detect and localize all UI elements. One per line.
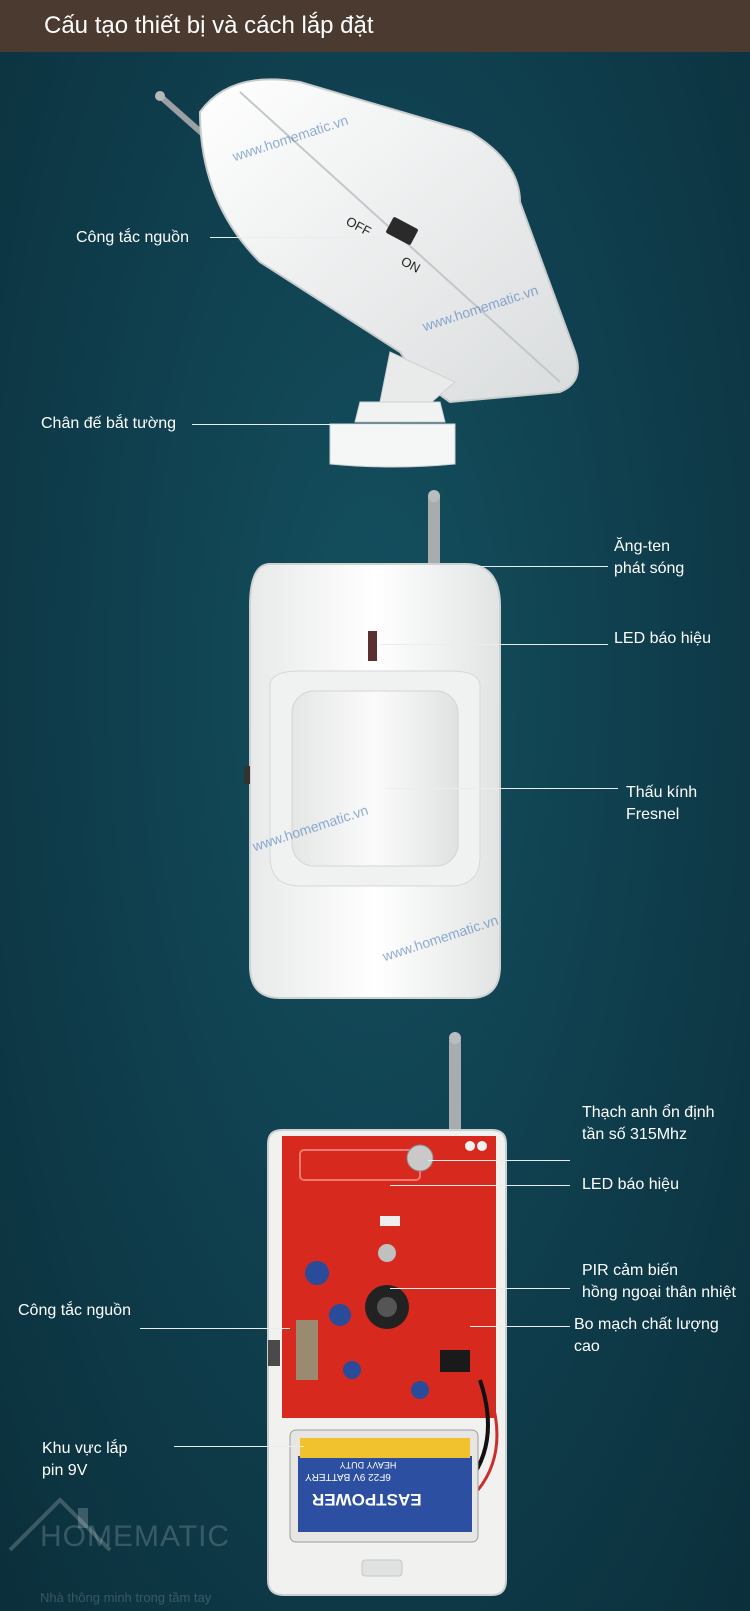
battery-model-text: 6F22 9V BATTERY	[305, 1471, 391, 1482]
label-power-switch: Công tắc nguồn	[76, 229, 189, 246]
section-side-view: OFF ON Công tắc nguồn Chân đế bắt tường	[0, 52, 750, 482]
title-bar: Cấu tạo thiết bị và cách lắp đặt	[0, 0, 750, 52]
label-board-2: cao	[574, 1338, 600, 1355]
sensor-front-image	[244, 490, 501, 999]
pointer-line	[470, 1326, 570, 1327]
pointer-line	[380, 644, 608, 645]
homematic-logo-house-icon	[8, 1497, 112, 1552]
pointer-line	[210, 237, 388, 238]
label-led-front: LED báo hiệu	[614, 630, 711, 647]
logo-name: HOMEMATIC	[40, 1520, 231, 1553]
pointer-line	[174, 1446, 304, 1447]
pointer-line	[390, 1185, 570, 1186]
section-circuit-view: EASTPOWER 6F22 9V BATTERY HEAVY DUTY Thạ…	[0, 1020, 750, 1611]
logo-tagline: Nhà thông minh trong tầm tay	[40, 1590, 212, 1605]
label-led-circuit: LED báo hiệu	[582, 1176, 679, 1193]
section-front-view: Ăng-ten phát sóng LED báo hiệu Thấu kính…	[0, 486, 750, 1016]
label-power-switch-circuit: Công tắc nguồn	[18, 1302, 131, 1319]
label-pir-2: hồng ngoại thân nhiệt	[582, 1284, 736, 1301]
label-battery-area-1: Khu vực lắp	[42, 1440, 128, 1457]
pointer-line	[140, 1328, 290, 1329]
label-antenna-2: phát sóng	[614, 560, 685, 577]
label-lens-2: Fresnel	[626, 806, 680, 823]
sensor-side-image: OFF ON	[155, 78, 579, 468]
label-battery-area-2: pin 9V	[42, 1462, 88, 1479]
label-board-1: Bo mạch chất lượng	[574, 1316, 719, 1333]
pointer-line	[385, 788, 618, 789]
page-title: Cấu tạo thiết bị và cách lắp đặt	[44, 12, 374, 39]
label-wall-mount: Chân đế bắt tường	[41, 415, 177, 432]
label-pir-1: PIR cảm biến	[582, 1262, 679, 1279]
pointer-line	[440, 566, 608, 567]
pointer-line	[428, 1160, 570, 1161]
sensor-circuit-image: EASTPOWER 6F22 9V BATTERY HEAVY DUTY	[267, 1032, 507, 1596]
label-crystal-1: Thạch anh ổn định	[582, 1104, 715, 1121]
pointer-line	[390, 1288, 570, 1289]
label-antenna-1: Ăng-ten	[614, 538, 671, 555]
label-lens-1: Thấu kính	[626, 784, 698, 801]
battery-duty-text: HEAVY DUTY	[340, 1460, 397, 1470]
label-crystal-2: tần số 315Mhz	[582, 1126, 687, 1143]
battery-brand-text: EASTPOWER	[312, 1490, 422, 1509]
pointer-line	[192, 424, 400, 425]
